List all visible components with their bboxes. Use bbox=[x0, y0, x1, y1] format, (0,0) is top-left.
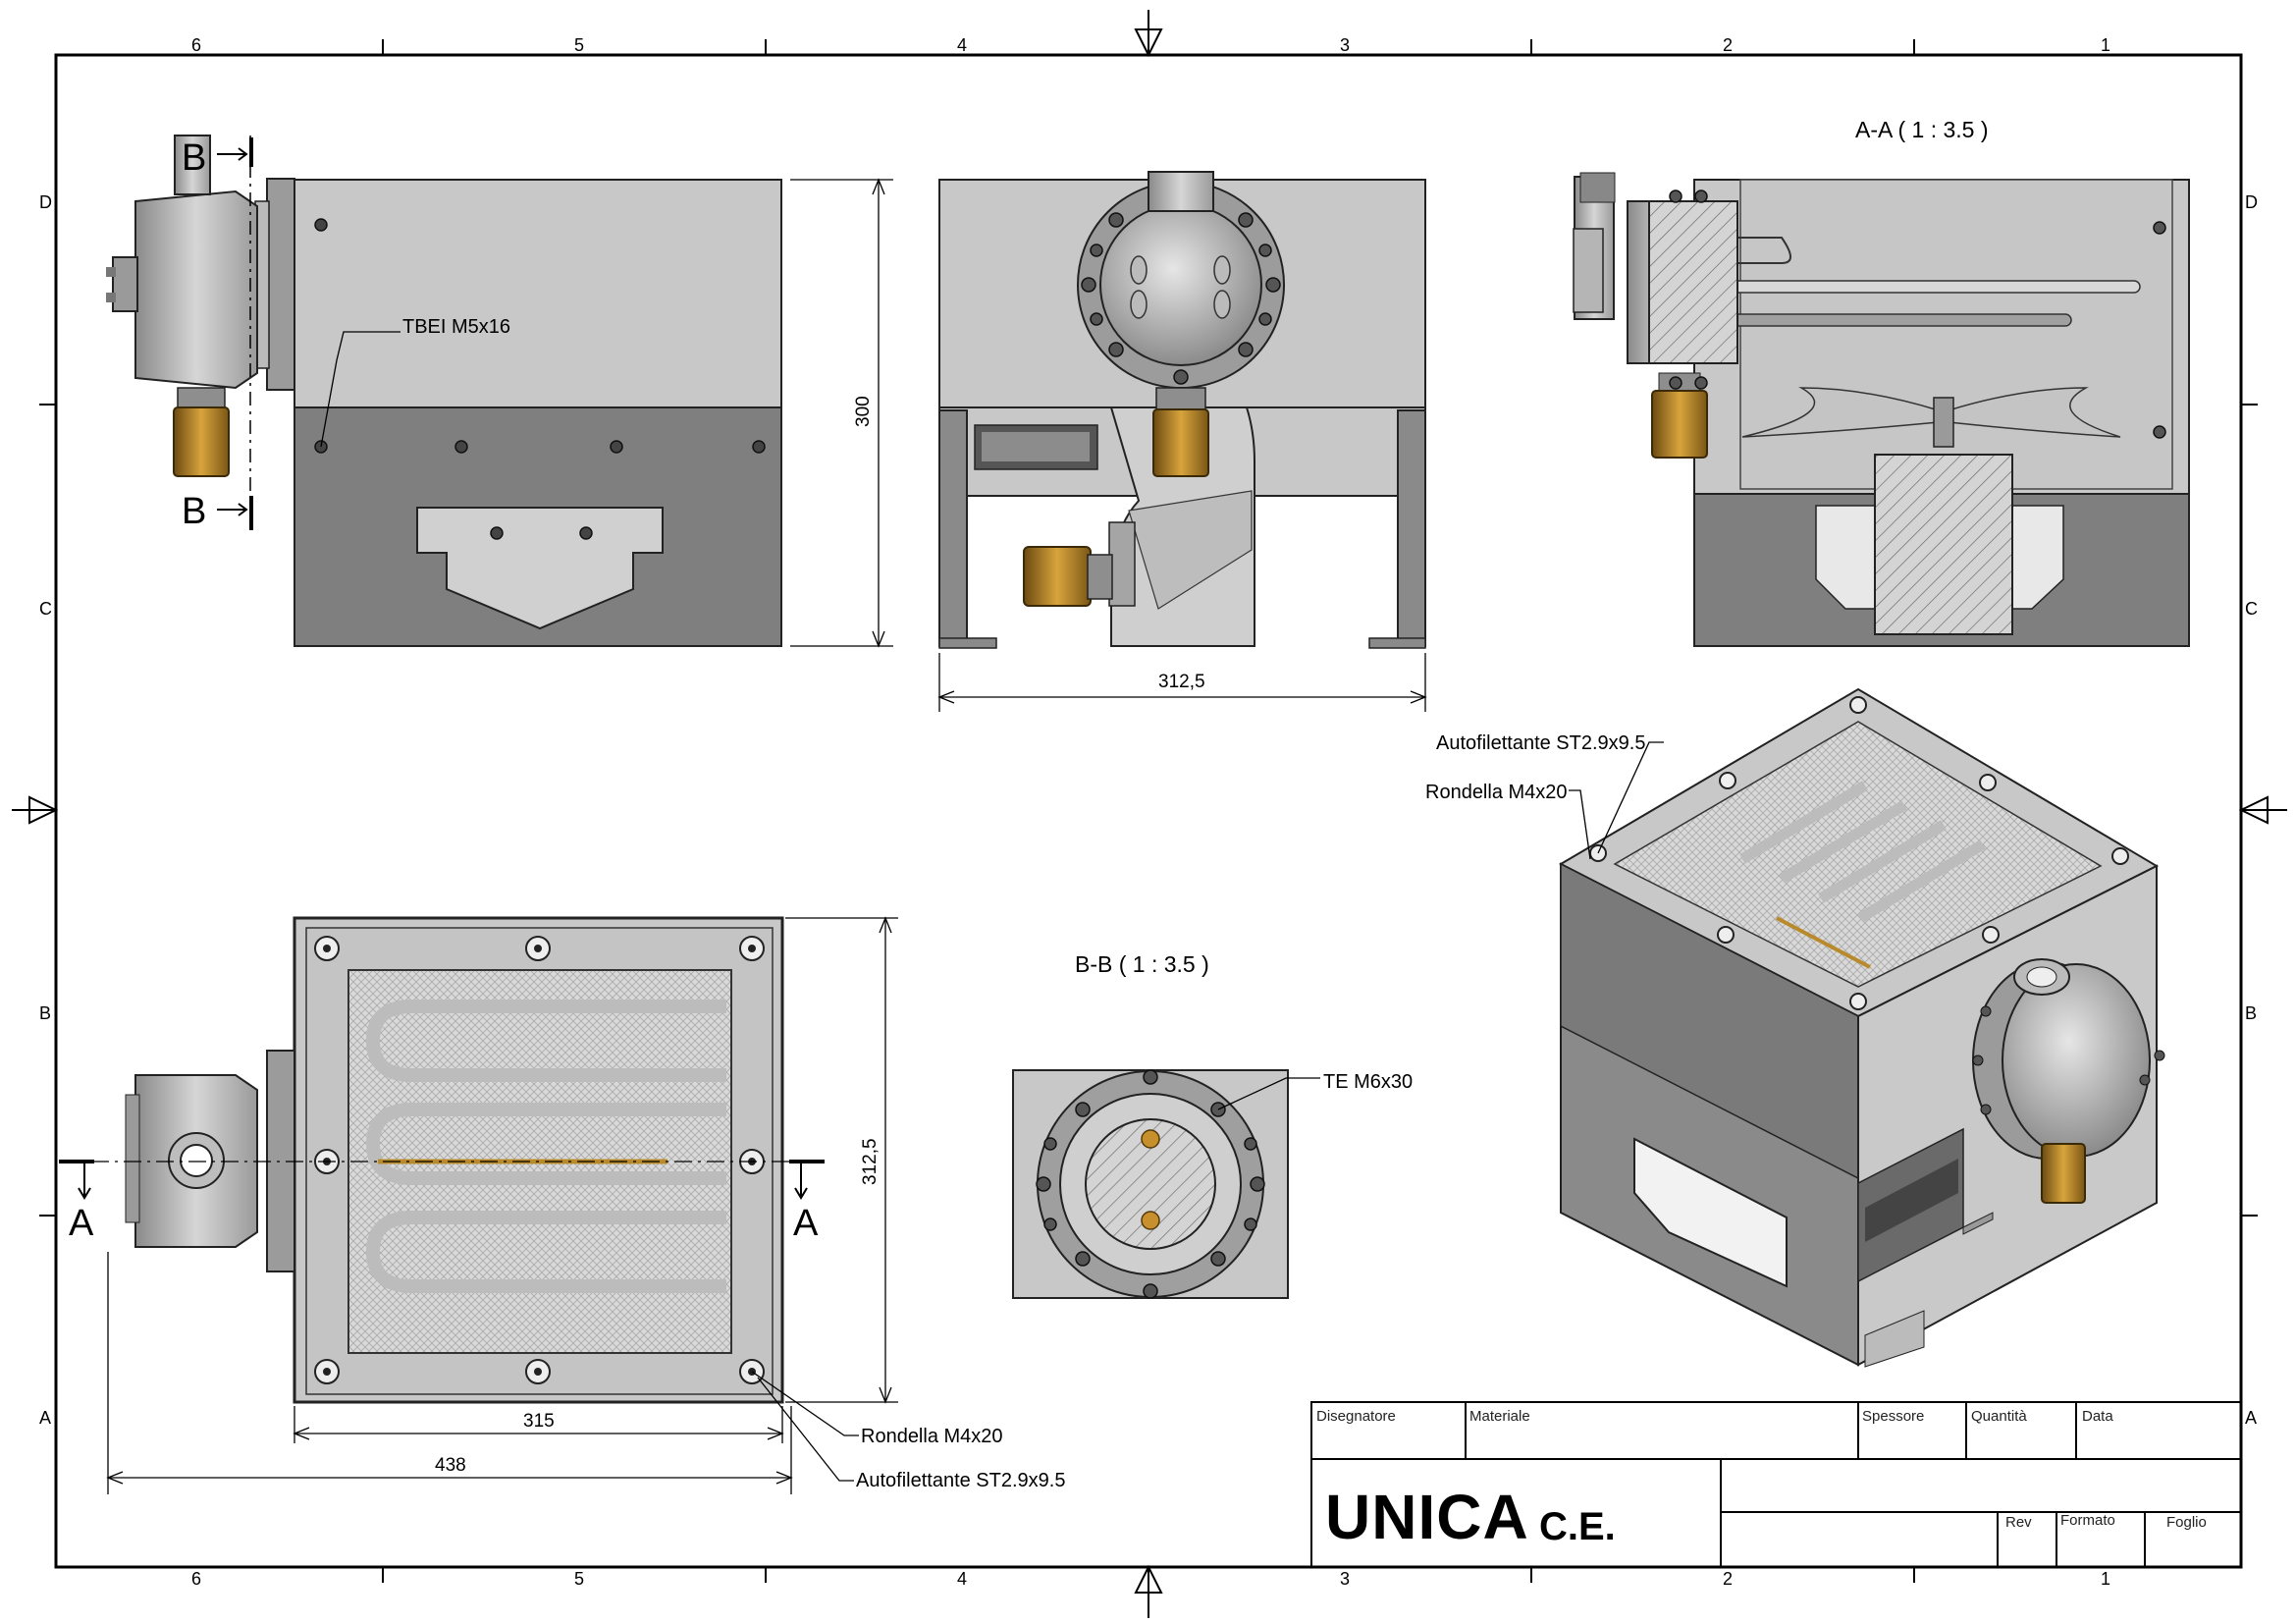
zone-row-b-right: B bbox=[2245, 1003, 2257, 1023]
tb-data-label: Data bbox=[2082, 1408, 2113, 1425]
autofilettante-leader-bottom bbox=[757, 1377, 854, 1482]
cut-label-a-left: A bbox=[69, 1203, 94, 1244]
zone-col-1-bottom: 1 bbox=[2101, 1569, 2110, 1589]
tb-formato-label: Formato bbox=[2060, 1512, 2115, 1529]
zone-col-6-bottom: 6 bbox=[191, 1569, 201, 1589]
zone-col-2-bottom: 2 bbox=[1723, 1569, 1733, 1589]
title-block bbox=[1310, 1401, 2242, 1568]
callout-te: TE M6x30 bbox=[1323, 1071, 1413, 1093]
zone-col-3-top: 3 bbox=[1340, 35, 1350, 55]
isometric-view bbox=[1558, 687, 2165, 1368]
tb-rev-label: Rev bbox=[2005, 1514, 2032, 1531]
tb-spessore-label: Spessore bbox=[1862, 1408, 1924, 1425]
zone-row-d-left: D bbox=[39, 192, 52, 212]
dim-overall-width-438: 438 bbox=[435, 1455, 466, 1476]
zone-row-d-right: D bbox=[2245, 192, 2258, 212]
zone-col-4-bottom: 4 bbox=[957, 1569, 967, 1589]
cut-label-a-right: A bbox=[793, 1203, 819, 1244]
sheet-border bbox=[12, 10, 2287, 1618]
zone-col-2-top: 2 bbox=[1723, 35, 1733, 55]
zone-row-b-left: B bbox=[39, 1003, 51, 1023]
front-view bbox=[938, 171, 1426, 649]
zone-row-a-right: A bbox=[2245, 1408, 2257, 1428]
tb-disegnatore-label: Disegnatore bbox=[1316, 1408, 1396, 1425]
dimension-height bbox=[790, 178, 893, 648]
section-aa-title: A-A ( 1 : 3.5 ) bbox=[1855, 117, 1989, 142]
dim-depth-312: 312,5 bbox=[860, 1138, 881, 1185]
zone-row-c-left: C bbox=[39, 599, 52, 619]
side-view bbox=[106, 135, 782, 647]
dimension-inner-width bbox=[293, 1406, 784, 1443]
tb-foglio-label: Foglio bbox=[2166, 1514, 2207, 1531]
company-logo-main: UNICA bbox=[1325, 1482, 1529, 1552]
tbei-leader bbox=[320, 331, 400, 448]
zone-labels: 6 5 4 3 2 1 6 5 4 3 2 1 D C B A D C B A bbox=[39, 35, 2258, 1589]
zone-row-a-left: A bbox=[39, 1408, 51, 1428]
rondella-leader-iso bbox=[1569, 789, 1591, 860]
dimension-overall-width bbox=[106, 1252, 793, 1494]
te-leader bbox=[1217, 1077, 1320, 1110]
dim-front-width: 312,5 bbox=[1158, 672, 1205, 692]
zone-col-5-bottom: 5 bbox=[574, 1569, 584, 1589]
dim-inner-width-315: 315 bbox=[523, 1411, 555, 1432]
rondella-leader-bottom bbox=[751, 1371, 859, 1436]
callout-rondella-iso: Rondella M4x20 bbox=[1425, 782, 1568, 803]
callout-autofilettante-bottom: Autofilettante ST2.9x9.5 bbox=[856, 1470, 1065, 1491]
zone-col-4-top: 4 bbox=[957, 35, 967, 55]
callout-rondella-bottom: Rondella M4x20 bbox=[861, 1426, 1003, 1447]
tb-materiale-label: Materiale bbox=[1469, 1408, 1530, 1425]
callout-autofilettante-iso: Autofilettante ST2.9x9.5 bbox=[1436, 732, 1645, 754]
company-logo-sub: C.E. bbox=[1539, 1505, 1616, 1548]
section-bb-title: B-B ( 1 : 3.5 ) bbox=[1075, 951, 1209, 977]
section-bb-view bbox=[1012, 1069, 1289, 1299]
zone-col-1-top: 1 bbox=[2101, 35, 2110, 55]
section-aa-view bbox=[1573, 172, 2190, 647]
autofilettante-leader-iso bbox=[1597, 741, 1664, 854]
cut-label-b-bottom: B bbox=[182, 491, 206, 532]
callout-tbei: TBEI M5x16 bbox=[402, 316, 510, 338]
tb-quantita-label: Quantità bbox=[1971, 1408, 2027, 1425]
dimension-depth bbox=[785, 916, 898, 1404]
dimension-front-width bbox=[937, 653, 1427, 712]
top-view bbox=[59, 916, 825, 1404]
cut-label-b-top: B bbox=[182, 137, 206, 179]
zone-col-3-bottom: 3 bbox=[1340, 1569, 1350, 1589]
zone-row-c-right: C bbox=[2245, 599, 2258, 619]
zone-col-5-top: 5 bbox=[574, 35, 584, 55]
zone-col-6-top: 6 bbox=[191, 35, 201, 55]
dim-height-300: 300 bbox=[853, 396, 874, 427]
